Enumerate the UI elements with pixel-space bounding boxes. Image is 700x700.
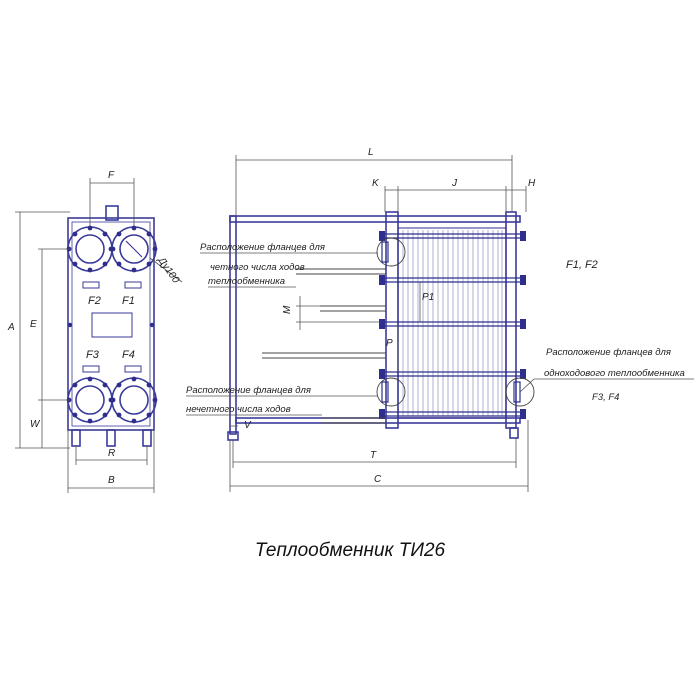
flange-marker-single: [505, 377, 535, 407]
flange-marker-odd: [376, 377, 406, 407]
leg-middle: [106, 429, 116, 447]
note-even-line3: теплообменника: [208, 276, 285, 287]
port-label-f2: F2: [88, 295, 101, 307]
port-label-f3: F3: [86, 349, 100, 361]
front-plate-inner: [71, 221, 151, 427]
dim-w: W: [30, 419, 41, 430]
top-carrying-bar: [229, 215, 521, 223]
dim-f: F: [108, 170, 115, 181]
center-window: [91, 312, 133, 338]
note-single-line2: одноходового теплообменника: [544, 368, 685, 379]
side-view: [227, 211, 535, 441]
nominal-diameter-label: Ду100: [155, 255, 181, 286]
dim-t: T: [370, 450, 377, 461]
note-top-ports: F1, F2: [566, 259, 598, 271]
note-odd-line2: нечетного числа ходов: [186, 404, 291, 415]
dim-v: V: [244, 420, 252, 431]
side-dimensions: L K J H M P1 P V T C: [229, 147, 536, 492]
lower-left-port: [66, 376, 114, 424]
dim-r: R: [108, 448, 115, 459]
bottom-guide-bar: [235, 417, 521, 424]
plate-pack: [397, 227, 507, 419]
tie-bars: [380, 233, 526, 417]
flange-marker-even: [376, 237, 406, 267]
dim-m: M: [282, 305, 293, 314]
dim-e: E: [30, 319, 37, 330]
dim-j: J: [451, 178, 458, 189]
flange-notes: Расположение фланцев для четного числа х…: [186, 242, 694, 416]
upper-left-port: [66, 225, 114, 273]
dim-c: C: [374, 474, 382, 485]
note-odd-line1: Расположение фланцев для: [186, 385, 311, 396]
dim-k: K: [372, 178, 380, 189]
note-single-ports: F3, F4: [592, 392, 619, 403]
dim-l: L: [368, 147, 374, 158]
leg-right: [142, 429, 152, 447]
note-even-line1: Расположение фланцев для: [200, 242, 325, 253]
upper-right-port: [110, 225, 158, 273]
port-label-f4: F4: [122, 349, 135, 361]
dim-b: B: [108, 475, 115, 486]
tie-bar-nuts: [379, 231, 526, 419]
leg-left: [71, 429, 81, 447]
dim-a: A: [7, 322, 15, 333]
top-nozzle: [105, 205, 119, 221]
dim-h: H: [528, 178, 536, 189]
dim-p1: P1: [422, 292, 434, 303]
front-dimensions: F A E W R B: [7, 170, 155, 493]
note-single-line1: Расположение фланцев для: [546, 347, 671, 358]
front-view: F2 F1 F3 F4 Ду100: [66, 205, 183, 447]
drawing-caption: Теплообменник ТИ26: [255, 540, 446, 561]
note-even-line2: четного числа ходов: [210, 262, 305, 273]
lower-right-port: [110, 376, 158, 424]
port-label-f1: F1: [122, 295, 135, 307]
dim-p: P: [386, 338, 393, 349]
nozzle-pipes: [262, 268, 386, 424]
